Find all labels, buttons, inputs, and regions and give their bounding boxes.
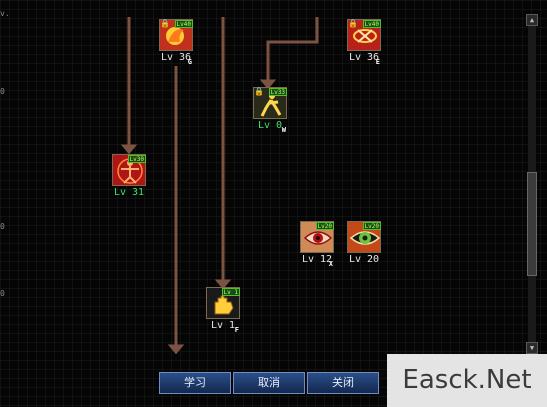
hotkey-label: G [187,58,192,66]
scroll-up-button[interactable]: ▲ [526,14,538,26]
vitruvian-aura-icon [112,154,146,186]
connector-line [266,17,319,81]
skill-crimson-eye[interactable]: Lv20 X Lv 12 [299,221,335,269]
edge-label: 0 [0,87,5,96]
hotkey-label: X [328,260,333,268]
hotkey-label: F [234,326,239,334]
skill-flame-fist[interactable]: 🔒 Lv40 G Lv 36 [158,19,194,67]
skill-green-eye[interactable]: Lv20 Lv 20 [346,221,382,269]
site-watermark: Easck.Net [387,354,547,407]
learn-button[interactable]: 学习 [159,372,231,394]
lock-icon: 🔒 [348,19,358,28]
connector-arrowhead [259,79,277,90]
required-level-tag: Lv40 [174,20,193,28]
hotkey-label: E [375,58,380,66]
close-button[interactable]: 关闭 [307,372,379,394]
cancel-button[interactable]: 取消 [233,372,305,394]
skill-golden-dash[interactable]: 🔒 Lv33 W Lv 0 [252,87,288,135]
scroll-down-button[interactable]: ▼ [526,342,538,354]
scroll-thumb[interactable] [527,172,537,276]
connector-arrowhead [214,279,232,290]
lock-icon: 🔒 [160,19,170,28]
skill-golden-palm[interactable]: Lv 1 F Lv 1 [205,287,241,335]
skill-level-label: Lv 36 [160,52,192,63]
lock-icon: 🔒 [254,87,264,96]
connector-arrowhead [120,144,138,155]
edge-label: v. [0,9,10,18]
skill-level-label: Lv 36 [348,52,380,63]
skill-level-label: Lv 31 [113,187,145,198]
required-level-tag: Lv20 [362,222,381,230]
required-level-tag: Lv40 [362,20,381,28]
edge-label: 0 [0,289,5,298]
required-level-tag: Lv30 [127,155,146,163]
skill-level-label: Lv 1 [210,320,236,331]
skill-level-label: Lv 12 [301,254,333,265]
skill-level-label: Lv 0 [257,120,283,131]
edge-label: 0 [0,222,5,231]
vertical-scrollbar[interactable]: ▲ ▼ [526,14,538,354]
connector-arrowhead [167,344,185,355]
skill-spiral-strike[interactable]: 🔒 Lv40 E Lv 36 [346,19,382,67]
hotkey-label: W [281,126,286,134]
skill-vitruvian-aura[interactable]: Lv30 Lv 31 [111,154,147,202]
required-level-tag: Lv20 [315,222,334,230]
flame-fist-icon [159,19,193,51]
required-level-tag: Lv 1 [221,288,240,296]
skill-level-label: Lv 20 [348,254,380,265]
required-level-tag: Lv33 [268,88,287,96]
